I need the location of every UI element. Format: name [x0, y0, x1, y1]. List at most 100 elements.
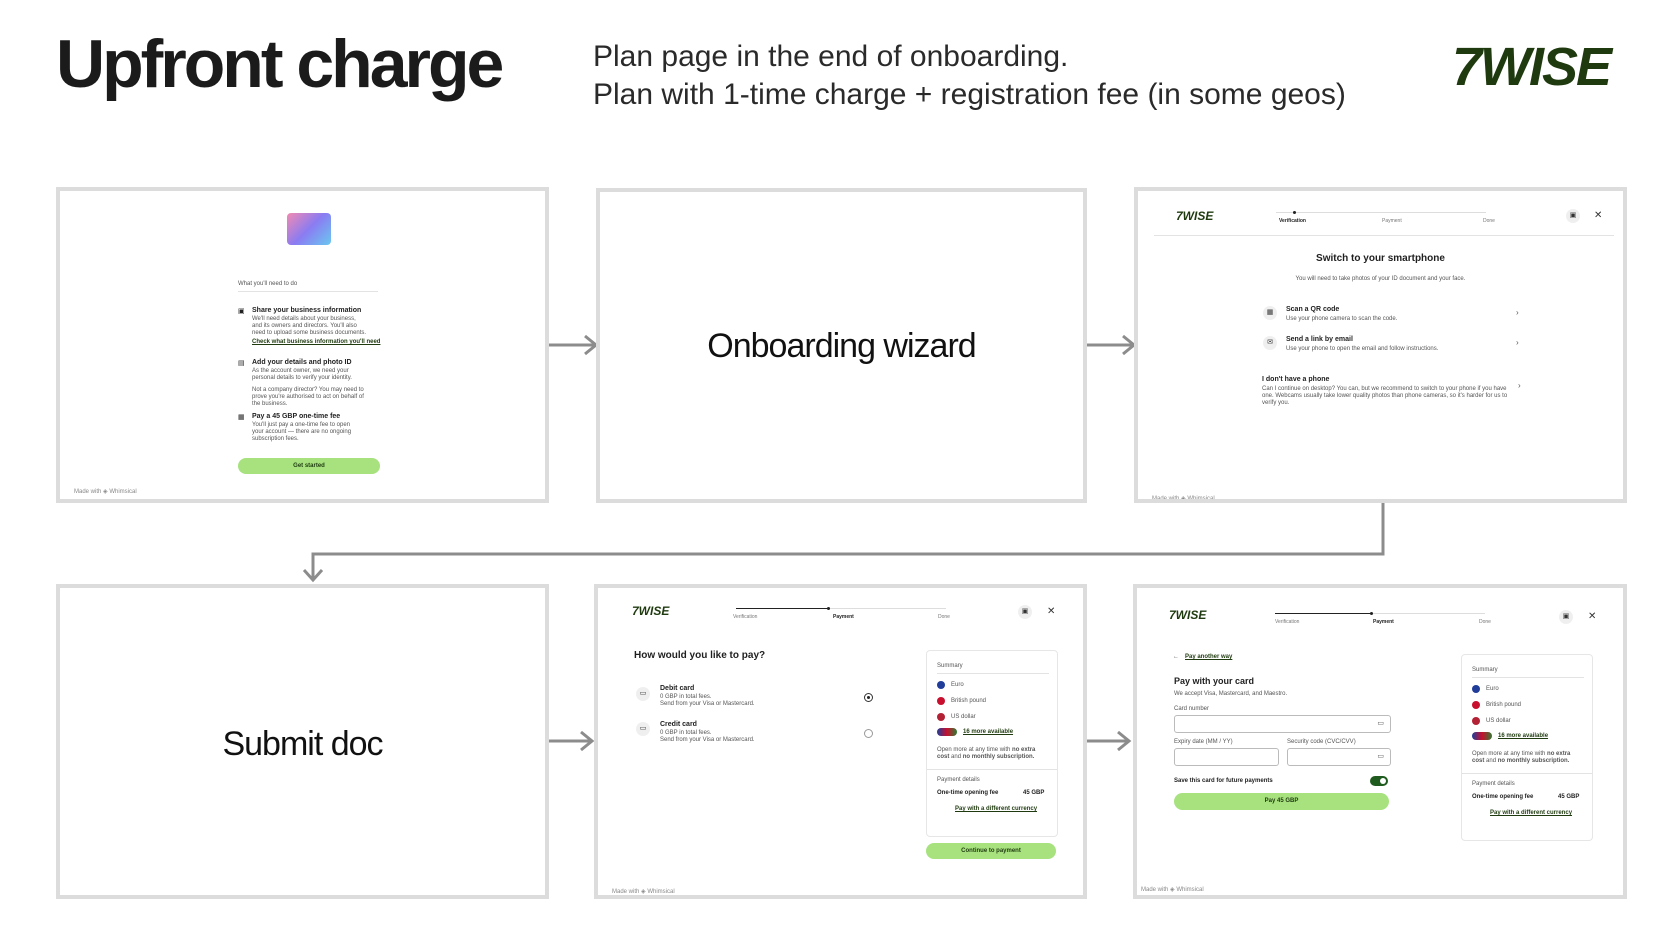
more-flags-icon [937, 728, 957, 736]
different-currency-link[interactable]: Pay with a different currency [1490, 810, 1573, 816]
currency-gbp: British pound [951, 698, 987, 704]
open-more-text-1: Open more at any time with [1472, 751, 1546, 757]
open-more-bold-2: no monthly subscription. [962, 754, 1035, 760]
gb-flag-icon [937, 697, 945, 705]
whimsical-text: Whimsical [109, 489, 137, 495]
credit-card-icon: ▭ [636, 722, 650, 736]
summary-title: Summary [937, 663, 963, 669]
page-subtitle: Plan page in the end of onboarding. Plan… [593, 38, 1346, 114]
fee-value: 45 GBP [1558, 794, 1580, 800]
debit-card-icon: ▭ [636, 687, 650, 701]
opt2-title[interactable]: Send a link by email [1286, 336, 1353, 343]
more-currencies-link[interactable]: 16 more available [1498, 733, 1549, 739]
eu-flag-icon [937, 681, 945, 689]
pay-button[interactable]: Pay 45 GBP [1174, 793, 1389, 810]
step-verification: Verification [1279, 218, 1306, 224]
made-with-text: Made with [612, 889, 640, 895]
screen-card-payment: 7WISE Verification Payment Done ▣ ✕ ← Pa… [1133, 584, 1627, 899]
radio-debit-selected[interactable] [864, 693, 873, 702]
money-icon: ▦ [238, 414, 245, 421]
help-icon[interactable]: ▣ [1018, 605, 1032, 619]
step-verification: Verification [1275, 619, 1300, 625]
pay-another-way-link[interactable]: Pay another way [1185, 654, 1233, 660]
help-icon[interactable]: ▣ [1559, 610, 1573, 624]
card-payment-title: Pay with your card [1174, 676, 1255, 686]
progress-bar [1275, 613, 1371, 614]
more-currencies-link[interactable]: 16 more available [963, 729, 1014, 735]
close-icon[interactable]: ✕ [1047, 606, 1056, 617]
step-payment: Payment [833, 614, 854, 620]
item1-link[interactable]: Check what business information you'll n… [252, 339, 381, 345]
radio-credit[interactable] [864, 729, 873, 738]
opt1-title[interactable]: Scan a QR code [1286, 306, 1340, 313]
wise-logo: 7WISE [632, 604, 670, 618]
fee-value: 45 GBP [1023, 790, 1045, 796]
eu-flag-icon [1472, 685, 1480, 693]
expiry-input[interactable] [1174, 748, 1279, 766]
card-number-input[interactable]: ▭ [1174, 715, 1391, 733]
opt1-title[interactable]: Debit card [660, 685, 695, 692]
get-started-button[interactable]: Get started [238, 458, 380, 474]
cvc-card-icon: ▭ [1377, 753, 1384, 760]
step-payment: Payment [1373, 619, 1394, 625]
switch-title: Switch to your smartphone [1316, 253, 1445, 264]
progress-dot [1370, 612, 1373, 615]
whimsical-text: Whimsical [647, 889, 675, 895]
whimsical-icon: ◈ [103, 489, 108, 495]
card-icon: ▭ [1377, 720, 1384, 727]
close-icon[interactable]: ✕ [1588, 611, 1597, 622]
chevron-right-icon[interactable]: › [1518, 381, 1521, 390]
id-card-icon: ▤ [238, 360, 245, 367]
whimsical-icon: ◈ [1170, 887, 1175, 893]
item3-title: Pay a 45 GBP one-time fee [252, 413, 341, 420]
progress-dot [1293, 211, 1296, 214]
step-done: Done [1479, 619, 1491, 625]
payment-details-title: Payment details [1472, 781, 1515, 787]
opt3-title[interactable]: I don't have a phone [1262, 376, 1330, 383]
card-number-label: Card number [1174, 706, 1210, 712]
made-with-badge: Made with ◈ Whimsical [1152, 495, 1215, 499]
chevron-right-icon[interactable]: › [1516, 338, 1519, 347]
opt2-desc2: Send from your Visa or Mastercard. [660, 737, 755, 743]
made-with-text: Made with [74, 489, 102, 495]
help-icon[interactable]: ▣ [1566, 209, 1580, 223]
different-currency-link[interactable]: Pay with a different currency [955, 806, 1038, 812]
open-more-text-2: and [1486, 758, 1497, 764]
screen-onboarding-intro: What you'll need to do ▣ Share your busi… [56, 187, 549, 503]
arrow-card3-card4 [302, 503, 1385, 583]
chevron-right-icon[interactable]: › [1516, 308, 1519, 317]
save-card-toggle[interactable] [1370, 776, 1388, 786]
back-arrow-icon[interactable]: ← [1173, 654, 1179, 660]
wise-logo: 7WISE [1169, 608, 1207, 622]
building-icon: ▣ [238, 308, 245, 315]
opt2-title[interactable]: Credit card [660, 721, 697, 728]
item1-title: Share your business information [252, 307, 362, 314]
payment-details-title: Payment details [937, 777, 980, 783]
item2-desc2: Not a company director? You may need to … [252, 387, 364, 407]
save-card-label: Save this card for future payments [1174, 778, 1273, 784]
open-more-bold-2: no monthly subscription. [1497, 758, 1570, 764]
email-icon: ✉ [1263, 336, 1277, 350]
subtitle-line-2: Plan with 1-time charge + registration f… [593, 78, 1346, 111]
opt2-desc: Use your phone to open the email and fol… [1286, 346, 1439, 352]
currency-usd: US dollar [951, 714, 976, 720]
qr-code-icon: ▦ [1263, 306, 1277, 320]
made-with-badge: Made with ◈ Whimsical [74, 488, 137, 495]
made-with-badge: Made with ◈ Whimsical [1141, 886, 1204, 893]
us-flag-icon [1472, 717, 1480, 725]
wise-logo: 7WISE [1176, 209, 1214, 223]
business-card-illustration [287, 213, 331, 245]
onboarding-wizard-label: Onboarding wizard [707, 327, 976, 365]
open-more-text-1: Open more at any time with [937, 747, 1011, 753]
whimsical-text: Whimsical [1176, 887, 1204, 893]
submit-doc-label: Submit doc [222, 725, 383, 763]
security-code-input[interactable]: ▭ [1287, 748, 1391, 766]
close-icon[interactable]: ✕ [1594, 210, 1603, 221]
switch-desc: You will need to take photos of your ID … [1295, 276, 1466, 282]
screen-switch-smartphone: 7WISE Verification Payment Done ▣ ✕ Swit… [1134, 187, 1627, 503]
continue-to-payment-button[interactable]: Continue to payment [926, 843, 1056, 859]
security-code-label: Security code (CVC/CVV) [1287, 739, 1356, 745]
page-title: Upfront charge [56, 26, 504, 102]
open-more-note: Open more at any time with no extra cost… [1472, 751, 1582, 765]
progress-dot [827, 607, 830, 610]
